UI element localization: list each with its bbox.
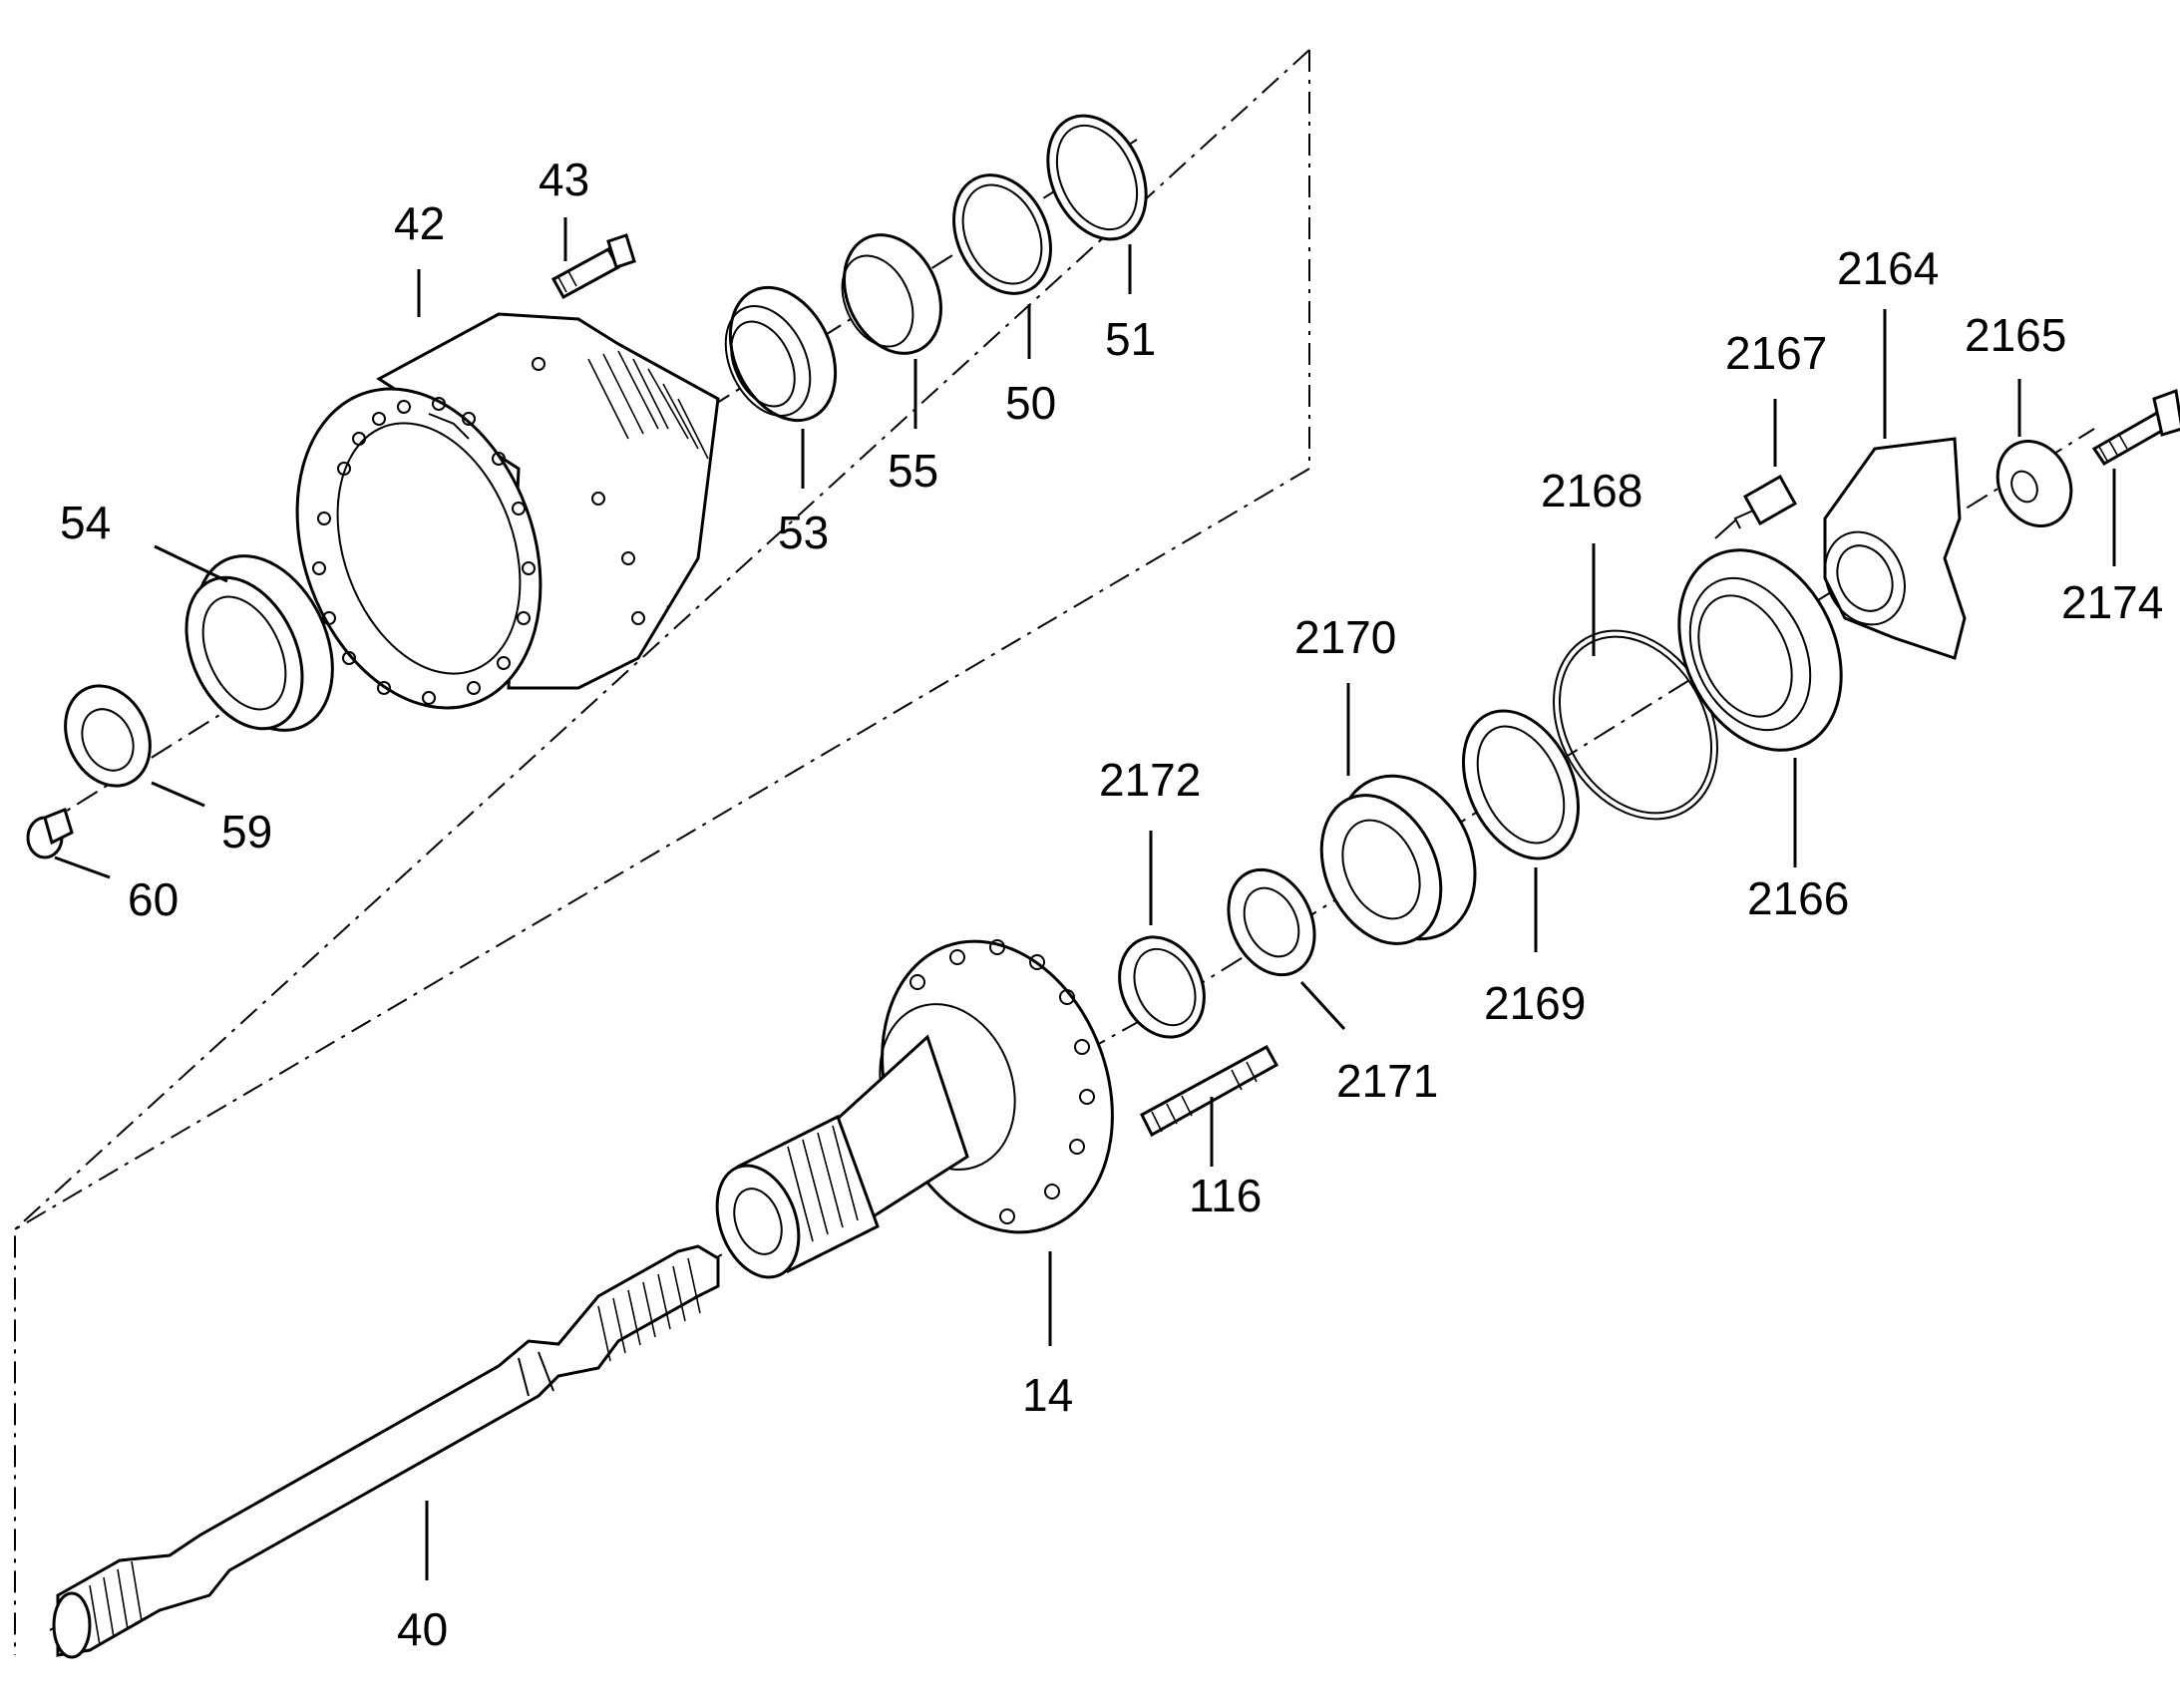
part-59-lock-nut: [64, 684, 152, 788]
label-2166: 2166: [1747, 872, 1849, 924]
label-55: 55: [888, 445, 938, 497]
part-2170-ball-bearing: [1319, 774, 1477, 945]
part-2164-yoke-flange: [1823, 437, 1967, 660]
label-2170: 2170: [1294, 611, 1396, 663]
part-116-stud: [1140, 1044, 1279, 1138]
part-55-bearing-cup: [841, 233, 942, 355]
part-51-seal-ring: [1046, 114, 1148, 241]
part-2167-bolt: [1714, 474, 1798, 539]
label-42: 42: [394, 197, 445, 249]
part-14-hub-carrier: [715, 939, 1114, 1279]
label-14: 14: [1022, 1369, 1073, 1421]
part-53-roller-bearing: [724, 285, 838, 423]
label-53: 53: [778, 507, 829, 558]
part-43-wheel-stud: [550, 233, 636, 300]
part-54-tapered-bearing: [184, 554, 334, 732]
part-labels: 40 14 116 42 43 50 51 53 54 55 59 60 216…: [60, 154, 2163, 1655]
label-43: 43: [539, 154, 589, 205]
part-2174-bolt: [2091, 388, 2180, 466]
label-2172: 2172: [1099, 754, 1201, 806]
label-54: 54: [60, 497, 111, 548]
part-2166-seal-cover: [1677, 548, 1843, 752]
label-116: 116: [1189, 1170, 1262, 1221]
leader-lines: [54, 217, 2116, 1580]
part-60-screw: [26, 808, 74, 859]
part-40-axle-shaft: [52, 1244, 720, 1659]
label-40: 40: [397, 1603, 448, 1655]
label-60: 60: [128, 873, 179, 925]
label-50: 50: [1005, 377, 1056, 429]
label-2167: 2167: [1725, 327, 1827, 379]
assembly-frame: [14, 49, 1310, 1655]
part-42-wheel-hub: [295, 312, 720, 710]
part-2165-washer: [1996, 439, 2073, 528]
label-2174: 2174: [2061, 576, 2163, 628]
label-2168: 2168: [1541, 465, 1642, 516]
label-2164: 2164: [1837, 242, 1939, 294]
flange-bolt-holes: [909, 939, 1095, 1224]
label-51: 51: [1105, 313, 1156, 365]
part-50-ring: [952, 173, 1052, 295]
part-2172-snap-ring: [1118, 935, 1206, 1039]
label-2169: 2169: [1484, 977, 1586, 1029]
label-59: 59: [221, 806, 272, 857]
part-2169-spacer-ring: [1461, 709, 1581, 860]
label-2171: 2171: [1336, 1055, 1438, 1107]
hub-bolt-holes: [312, 357, 645, 705]
part-2171-washer: [1227, 867, 1316, 977]
label-2165: 2165: [1965, 309, 2066, 361]
